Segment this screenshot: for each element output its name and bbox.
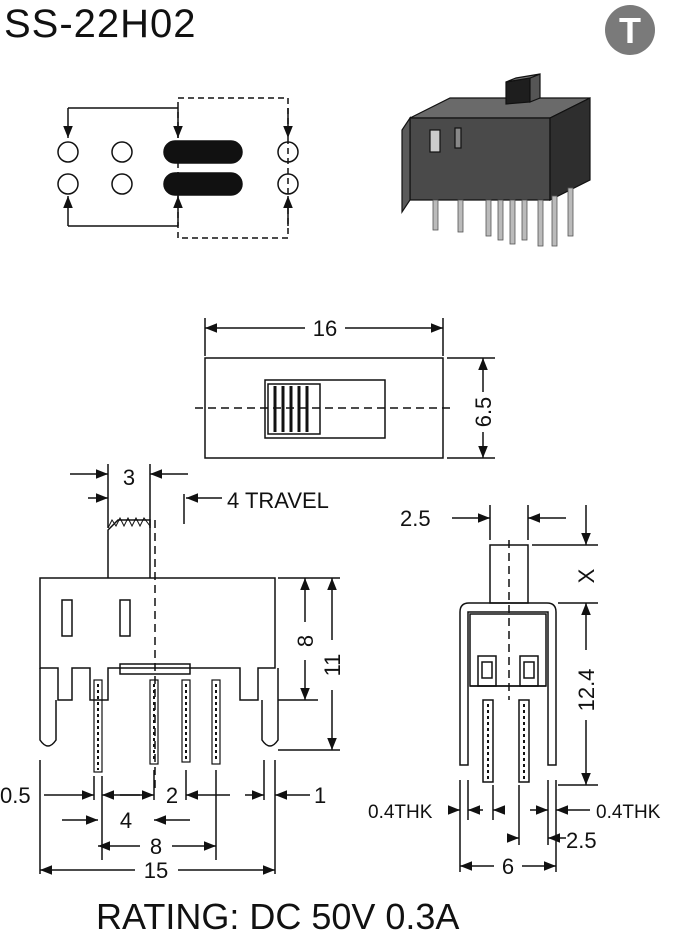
actuator-height-label: X	[574, 568, 599, 583]
pin-span-8-label: 8	[150, 834, 162, 859]
component-3d-illustration	[401, 73, 591, 247]
end-body-height-label: 12.4	[574, 669, 599, 712]
actuator-width-label: 3	[123, 465, 135, 490]
pin-row-span-label: 6	[502, 854, 514, 879]
rating-text: RATING: DC 50V 0.3A	[96, 896, 460, 937]
circuit-diagram	[57, 97, 299, 239]
brand-logo-letter: T	[619, 10, 641, 51]
pin-pitch-label: 2	[166, 783, 178, 808]
body-height-label: 8	[293, 635, 318, 647]
right-pin-label: 1	[314, 783, 326, 808]
brand-logo-icon: T	[605, 5, 655, 55]
left-thickness-label: 0.4THK	[368, 802, 433, 823]
top-height-label: 6.5	[471, 397, 496, 428]
end-actuator-label: 2.5	[400, 506, 431, 531]
total-height-label: 11	[320, 654, 345, 677]
pin-span-4-label: 4	[120, 808, 132, 833]
top-width-label: 16	[313, 316, 337, 341]
end-view	[448, 505, 598, 872]
top-view	[195, 318, 495, 459]
travel-label: 4 TRAVEL	[227, 488, 329, 513]
right-thickness-label: 0.4THK	[596, 802, 661, 823]
pin-thickness-label: 0.5	[0, 783, 31, 808]
side-view	[39, 464, 340, 875]
lead-offset-label: 2.5	[566, 828, 597, 853]
overall-width-label: 15	[144, 858, 168, 883]
part-number-title: SS-22H02	[4, 2, 197, 46]
